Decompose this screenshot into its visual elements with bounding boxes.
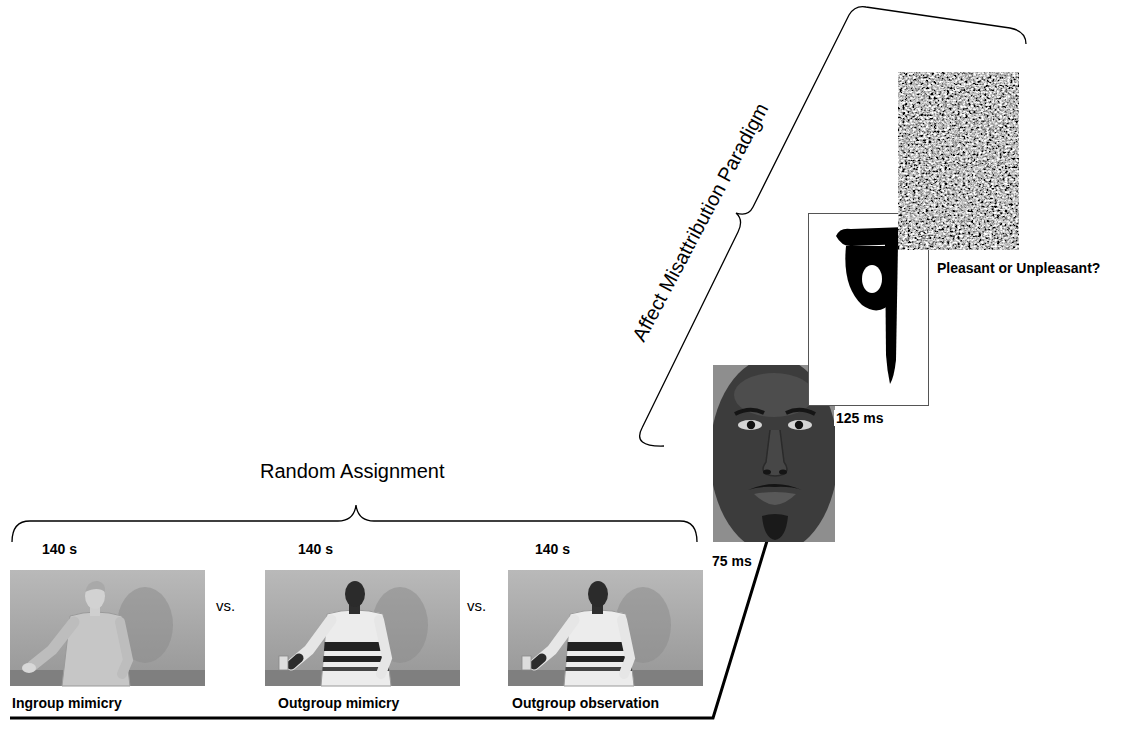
face-prime-photo-part	[763, 470, 771, 475]
face-prime-photo-part	[788, 420, 812, 430]
duration-label: 75 ms	[710, 553, 754, 569]
outgroup-observation-condition: 140 sOutgroup observation	[508, 570, 703, 686]
face-prime: 75 ms	[713, 365, 835, 542]
face-prime-photo-part	[786, 410, 815, 414]
outgroup-mimicry-condition: 140 sOutgroup mimicry	[265, 570, 460, 686]
outgroup-mimicry-photo	[265, 570, 460, 686]
face-prime-photo-part	[738, 420, 762, 430]
duration-label: 140 s	[40, 541, 79, 557]
assignment-bracket	[12, 505, 697, 542]
pictograph-card-part	[885, 244, 898, 384]
ingroup-mimicry-photo	[10, 570, 205, 686]
pictograph-target: 125 ms	[808, 213, 928, 405]
pictograph-card-part	[836, 227, 906, 246]
condition-caption: Outgroup mimicry	[278, 695, 399, 711]
assignment-heading: Random Assignment	[260, 459, 445, 483]
outgroup-observation-photo	[508, 570, 703, 686]
face-prime-photo-part	[763, 430, 787, 476]
timeline-arrow-line	[10, 277, 847, 718]
face-prime-photo-part	[762, 514, 788, 540]
judgment-prompt: Pleasant or Unpleasant?	[937, 260, 1100, 276]
noise-mask-step: Pleasant or Unpleasant?	[898, 72, 1019, 250]
duration-label: 125 ms	[834, 410, 885, 426]
face-prime-photo-part	[747, 421, 755, 429]
pictograph-card-part	[862, 265, 882, 293]
condition-caption: Outgroup observation	[512, 695, 659, 711]
condition-caption: Ingroup mimicry	[12, 695, 122, 711]
duration-label: 140 s	[533, 541, 572, 557]
face-prime-photo-part	[735, 410, 764, 414]
face-prime-photo-part	[754, 492, 796, 505]
face-prime-photo-part	[779, 470, 787, 475]
face-prime-photo-part	[748, 484, 802, 490]
versus-label: vs.	[216, 597, 235, 615]
ingroup-mimicry-condition: 140 sIngroup mimicry	[10, 570, 205, 686]
noise-mask	[898, 72, 1019, 250]
face-prime-photo-part	[795, 421, 803, 429]
duration-label: 140 s	[296, 541, 335, 557]
versus-label: vs.	[467, 597, 486, 615]
face-prime-photo-part	[734, 373, 814, 417]
